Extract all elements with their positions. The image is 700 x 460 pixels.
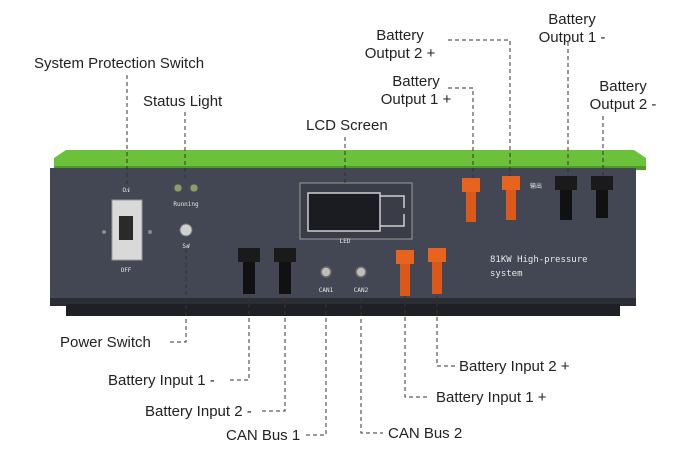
- leader-can-bus-2: [360, 298, 383, 434]
- can2-port: [355, 266, 367, 278]
- leader-battery-input-2-minus: [262, 294, 286, 412]
- screw-icon: [102, 230, 106, 234]
- callout-power-switch: Power Switch: [60, 334, 151, 351]
- leader-battery-output-1-plus: [448, 87, 474, 178]
- leader-battery-input-1-plus: [404, 296, 430, 398]
- callout-battery-output-1-minus-line2: Output 1 -: [538, 29, 606, 46]
- model-text-line1: 81KW High-pressure: [490, 255, 588, 265]
- can1-port: [320, 266, 332, 278]
- base-frame: [66, 304, 620, 316]
- callout-system-protection-switch: System Protection Switch: [34, 55, 205, 72]
- led-label: LED: [340, 238, 351, 245]
- can1-label: CAN1: [319, 287, 334, 294]
- callout-battery-output-2-minus-line1: Battery: [599, 78, 647, 95]
- callout-battery-output-1-minus-line1: Battery: [548, 11, 596, 28]
- sw-label: SW: [182, 243, 190, 250]
- model-text-line2: system: [490, 269, 523, 279]
- callout-battery-output-2-minus: Battery Output 2 -: [583, 78, 663, 114]
- callout-battery-output-1-minus: Battery Output 1 -: [532, 11, 612, 47]
- callout-lcd-screen: LCD Screen: [306, 117, 388, 134]
- battery-output-1-minus-terminal: [555, 176, 577, 220]
- callout-battery-output-1-plus-line1: Battery: [392, 73, 440, 90]
- on-label: ON: [122, 187, 130, 194]
- can2-label: CAN2: [354, 287, 369, 294]
- callout-battery-output-2-plus-line1: Battery: [376, 27, 424, 44]
- leader-power-switch: [170, 240, 187, 343]
- running-label: Running: [173, 201, 199, 208]
- battery-input-2-plus-terminal: [428, 248, 446, 294]
- power-switch-button: [179, 223, 193, 237]
- lcd-display: [307, 192, 381, 232]
- callout-battery-output-1-plus-line2: Output 1 +: [380, 91, 452, 108]
- callout-battery-input-1-minus: Battery Input 1 -: [108, 372, 215, 389]
- leader-lines: [126, 39, 604, 436]
- callout-battery-input-2-plus: Battery Input 2 +: [459, 358, 570, 375]
- battery-input-2-minus-terminal: [274, 248, 296, 294]
- callout-battery-output-2-minus-line2: Output 2 -: [589, 96, 657, 113]
- off-label: OFF: [121, 267, 132, 274]
- callout-battery-output-2-plus-line2: Output 2 +: [364, 45, 436, 62]
- callout-battery-input-2-minus: Battery Input 2 -: [145, 403, 252, 420]
- output-label: 输出: [530, 182, 542, 190]
- leader-battery-input-2-plus: [436, 296, 455, 367]
- callout-can-bus-1: CAN Bus 1: [226, 427, 301, 444]
- callout-battery-output-1-plus: Battery Output 1 +: [374, 73, 458, 109]
- callout-status-light: Status Light: [143, 93, 223, 110]
- callout-battery-output-2-plus: Battery Output 2 +: [358, 27, 442, 63]
- battery-input-1-minus-terminal: [238, 248, 260, 294]
- battery-input-1-plus-terminal: [396, 250, 414, 296]
- green-top-cover: [54, 150, 646, 168]
- status-light-right: [189, 183, 199, 193]
- panel-bottom-edge: [50, 298, 636, 306]
- battery-output-1-plus-terminal: [462, 178, 480, 222]
- screw-icon: [148, 230, 152, 234]
- leader-can-bus-1: [306, 298, 327, 436]
- status-light-left: [173, 183, 183, 193]
- protection-switch-lever: [119, 216, 133, 240]
- callout-battery-input-1-plus: Battery Input 1 +: [436, 389, 547, 406]
- battery-output-2-plus-terminal: [502, 176, 520, 220]
- lcd-bracket: [380, 195, 405, 227]
- battery-output-2-minus-terminal: [591, 176, 613, 218]
- callout-can-bus-2: CAN Bus 2: [388, 425, 463, 442]
